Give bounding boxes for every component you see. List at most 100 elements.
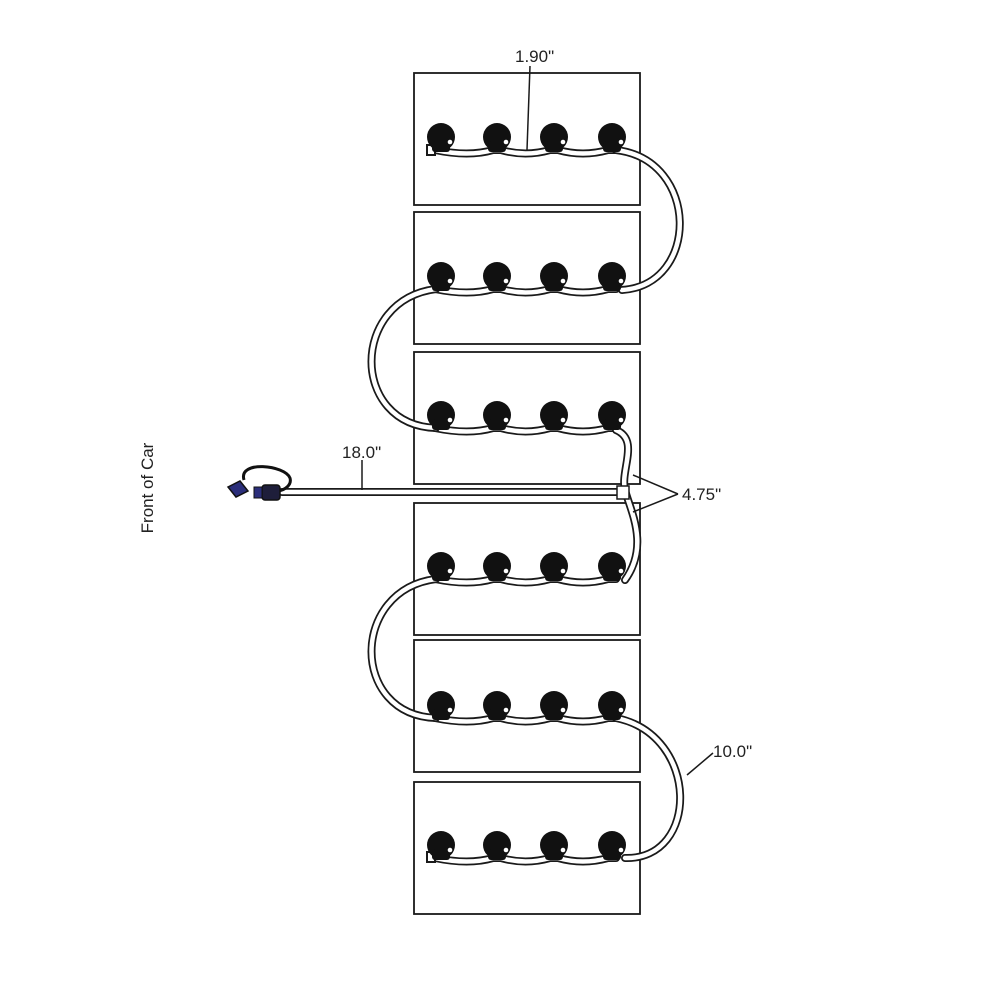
cap-icon [540,262,568,291]
tube-outline-9 [367,575,440,722]
cap-vent [503,278,509,284]
fill-connector [226,465,292,501]
cap-spacing-label: 1.90" [515,47,554,66]
cap-vent [560,847,566,853]
tube-core-0 [432,147,619,156]
cap-icon [598,691,626,720]
tube-core-2 [432,425,619,434]
cap-base [545,849,563,860]
cap-vent [560,707,566,713]
jumper-length-leader [686,752,714,776]
tee-fitting [616,485,630,500]
cap-base [603,141,621,152]
cap-base [488,709,506,720]
cap-base [432,141,450,152]
cap-base [432,419,450,430]
tube-outline-6 [612,146,684,294]
jumper-length-label: 10.0" [713,742,752,761]
cap-base [432,849,450,860]
cap-base [603,419,621,430]
cap-icon [427,123,455,152]
tube-core-3 [432,576,619,585]
cap-vent [618,139,624,145]
cap-base [603,709,621,720]
cap-vent [503,417,509,423]
cap-vent [447,568,453,574]
dimension-leaders [361,65,714,776]
cap-vent [503,707,509,713]
cap-base [488,570,506,581]
cap-vent [560,139,566,145]
cap-base [488,141,506,152]
cap-base [545,141,563,152]
tube-outline-7 [367,285,440,432]
cap-vent [560,278,566,284]
tee-branch-leader-lower [632,493,679,513]
cap-base [488,280,506,291]
front-of-car-label: Front of Car [138,442,157,534]
coiled-hose [242,465,292,493]
tube-core-1 [432,286,619,295]
cap-vent [447,707,453,713]
tee-branch-leader-upper [632,474,679,495]
cap-vent [618,278,624,284]
cap-icon [483,262,511,291]
cap-icon [540,401,568,430]
cap-icon [598,401,626,430]
cap-base [545,419,563,430]
battery-cells [413,72,641,915]
cap-vent [618,707,624,713]
connector-body [261,484,281,501]
tubing [278,144,685,866]
tube-core-6 [613,147,682,293]
cap-base [545,280,563,291]
cap-icon [540,123,568,152]
cap-icon [483,401,511,430]
battery-6 [413,781,641,915]
cap-icon [427,552,455,581]
cap-icon [540,831,568,860]
lead-length-label: 18.0" [342,443,381,462]
cap-base [545,570,563,581]
cap-vent [447,139,453,145]
cap-base [432,709,450,720]
tube-core-7 [369,286,439,431]
battery-5 [413,639,641,773]
cap-spacing-leader [526,65,531,151]
cap-icon [540,691,568,720]
battery-1 [413,72,641,206]
cap-icon [483,552,511,581]
cap-base [603,849,621,860]
cap-icon [540,552,568,581]
battery-2 [413,211,641,345]
cap-base [488,849,506,860]
cap-base [545,709,563,720]
tee-branch-label: 4.75" [682,485,721,504]
connector-nut [253,486,263,499]
cap-vent [618,417,624,423]
tube-core-10 [613,715,683,861]
cap-icon [598,552,626,581]
cap-vent [503,568,509,574]
cap-icon [598,831,626,860]
battery-4 [413,502,641,636]
cap-vent [503,139,509,145]
cap-vent [560,568,566,574]
cap-icon [483,123,511,152]
cap-vent [503,847,509,853]
cap-icon [427,401,455,430]
cap-icon [483,691,511,720]
cap-icon [427,262,455,291]
cap-base [603,570,621,581]
watering-caps [427,123,626,860]
cap-vent [618,568,624,574]
cap-icon [427,831,455,860]
connector-plug [226,480,250,498]
cap-icon [598,262,626,291]
cap-base [432,280,450,291]
cap-base [488,419,506,430]
cap-vent [447,278,453,284]
tube-core-4 [432,715,619,724]
cap-vent [447,847,453,853]
